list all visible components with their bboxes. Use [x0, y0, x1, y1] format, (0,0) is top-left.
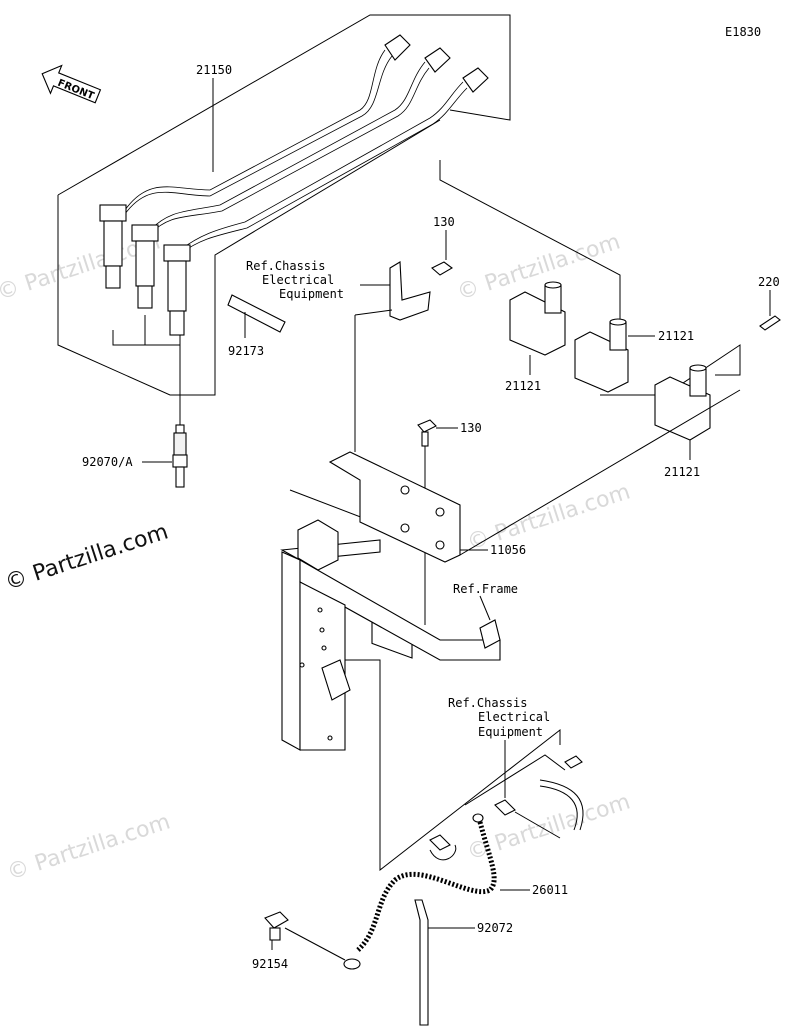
part-label-92070: 92070/A: [82, 455, 133, 469]
part-label-21121-left: 21121: [505, 379, 541, 393]
clip-92173: [227, 294, 286, 338]
ignition-coil-21121-middle: [574, 318, 665, 396]
watermark-2: © Partzilla.com: [454, 229, 623, 305]
ref-chassis-bottom-line3: Equipment: [478, 725, 543, 739]
part-label-92072: 92072: [477, 921, 513, 935]
watermark-main: © Partzilla.com: [2, 519, 171, 595]
bolt-92154: [264, 911, 346, 961]
ref-chassis-bottom-line2: Electrical: [478, 710, 550, 724]
part-label-21121-middle: 21121: [658, 329, 694, 343]
ref-chassis-top-line2: Electrical: [262, 273, 334, 287]
bolt-220: [759, 290, 781, 331]
part-label-130-top: 130: [433, 215, 455, 229]
ref-chassis-bottom-line1: Ref.Chassis: [448, 696, 527, 710]
front-arrow-icon: FRONT: [41, 64, 102, 104]
part-label-130-mid: 130: [460, 421, 482, 435]
bolt-130-top: [431, 230, 453, 276]
ignition-coil-21121-left: [509, 281, 566, 375]
part-label-21150: 21150: [196, 63, 232, 77]
spark-plug-92070: [142, 424, 188, 488]
part-label-11056: 11056: [490, 543, 526, 557]
part-label-92173: 92173: [228, 344, 264, 358]
diagram-code: E1830: [725, 25, 761, 39]
watermark-4: © Partzilla.com: [4, 809, 173, 885]
part-label-92154: 92154: [252, 957, 288, 971]
part-label-220: 220: [758, 275, 780, 289]
part-label-26011: 26011: [532, 883, 568, 897]
ground-lead-26011: [343, 740, 584, 970]
ignition-coil-21121-right: [654, 344, 741, 460]
chassis-bracket-top: [354, 261, 431, 452]
cable-tie-92072: [414, 899, 475, 1026]
ref-frame-label: Ref.Frame: [453, 582, 518, 596]
part-label-21121-right: 21121: [664, 465, 700, 479]
plug-lead-set-21150: [57, 14, 511, 425]
frame-structure: [280, 519, 561, 872]
ref-chassis-top-line3: Equipment: [279, 287, 344, 301]
ref-chassis-top-line1: Ref.Chassis: [246, 259, 325, 273]
